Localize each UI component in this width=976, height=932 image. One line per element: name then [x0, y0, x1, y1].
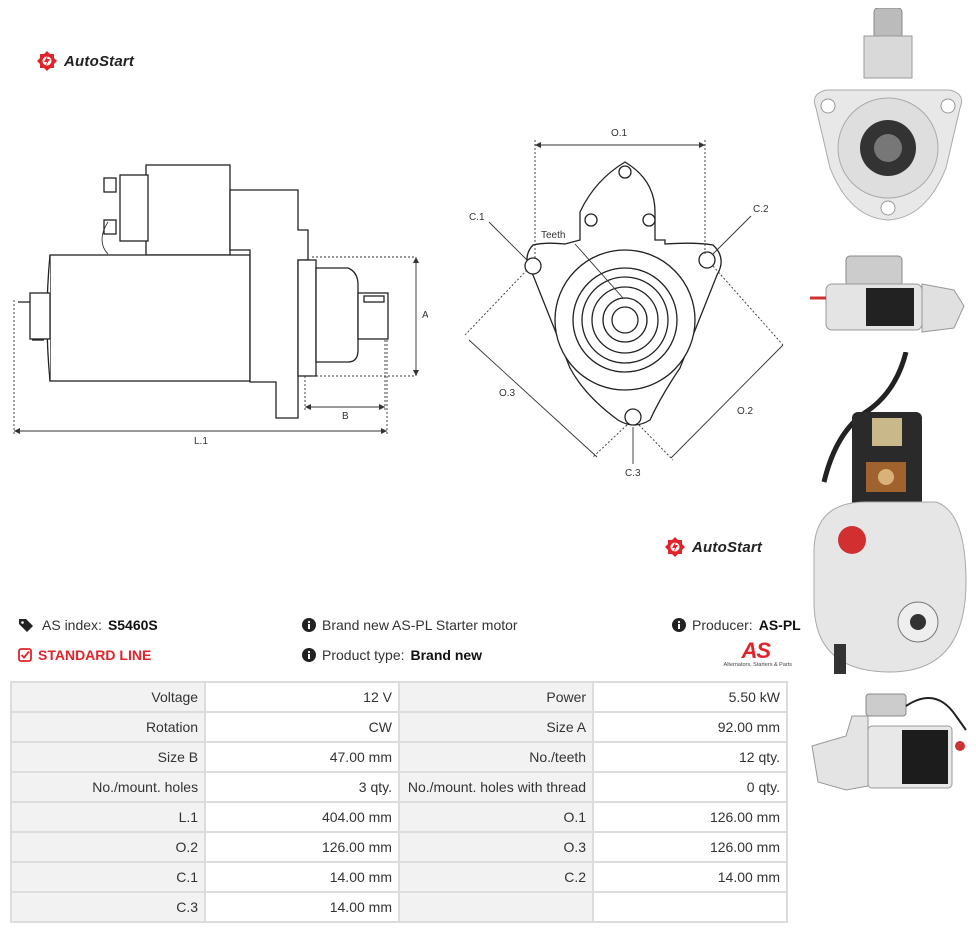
product-photo-rear[interactable] [806, 352, 970, 678]
spec-key: Power [397, 681, 595, 713]
autostart-gear-icon [37, 51, 57, 71]
spec-value: 404.00 mm [204, 801, 400, 833]
product-type-value: Brand new [410, 647, 483, 663]
producer-label: Producer: [692, 617, 753, 633]
logo-text: AutoStart [692, 538, 763, 556]
spec-value [592, 891, 788, 923]
dim-o1-label: O.1 [611, 128, 628, 139]
front-view-drawing: O.1 O.3 O.2 C.1 C.2 C.3 Teeth [464, 128, 784, 479]
autostart-logo: AutoStart [36, 50, 134, 72]
spec-key: O.3 [397, 831, 595, 863]
producer-tagline: Alternators, Starters & Parts [723, 662, 792, 668]
spec-key: O.1 [397, 801, 595, 833]
info-circle-icon [302, 618, 316, 632]
spec-key: No./teeth [397, 741, 595, 773]
producer-logo-mark: AS [741, 638, 771, 663]
spec-key: C.2 [397, 861, 595, 893]
dim-a-label: A [422, 310, 428, 321]
spec-value: 12 qty. [592, 741, 788, 773]
standard-line-text: STANDARD LINE [38, 647, 152, 663]
spec-key: Size A [397, 711, 595, 743]
dim-c2-label: C.2 [753, 204, 769, 215]
dim-o2-label: O.2 [737, 406, 754, 417]
dim-c3-label: C.3 [625, 468, 641, 479]
spec-key: No./mount. holes with thread [397, 771, 595, 803]
dim-l1-label: L.1 [194, 436, 208, 447]
spec-value: 92.00 mm [592, 711, 788, 743]
spec-key: Size B [9, 741, 207, 773]
spec-key: C.1 [9, 861, 207, 893]
product-photo-front[interactable] [806, 8, 970, 228]
side-view-drawing: A B L.1 [13, 164, 428, 447]
logo-text: AutoStart [64, 52, 135, 70]
checkbox-checked-icon [18, 648, 32, 662]
spec-value: 0 qty. [592, 771, 788, 803]
dim-c1-label: C.1 [469, 212, 485, 223]
spec-value: 47.00 mm [204, 741, 400, 773]
tags-icon [19, 619, 33, 632]
spec-value: 126.00 mm [592, 801, 788, 833]
spec-key: L.1 [9, 801, 207, 833]
as-index-label: AS index: [42, 617, 102, 633]
dim-o3-label: O.3 [499, 388, 516, 399]
spec-value: 126.00 mm [204, 831, 400, 863]
spec-value: 12 V [204, 681, 400, 713]
description: Brand new AS-PL Starter motor [302, 617, 518, 633]
info-circle-icon [302, 648, 316, 662]
producer: Producer: AS-PL [672, 617, 801, 633]
info-circle-icon [672, 618, 686, 632]
autostart-gear-icon [665, 537, 685, 557]
spec-value: 14.00 mm [204, 891, 400, 923]
producer-value: AS-PL [758, 617, 801, 633]
as-index: AS index: S5460S [18, 617, 158, 633]
autostart-logo-secondary: AutoStart [664, 536, 762, 558]
dim-b-label: B [342, 411, 349, 422]
spec-key: Voltage [9, 681, 207, 713]
as-index-value: S5460S [107, 617, 158, 633]
spec-value: 14.00 mm [204, 861, 400, 893]
product-type: Product type: Brand new [302, 647, 482, 663]
product-type-label: Product type: [322, 647, 405, 663]
spec-key: Rotation [9, 711, 207, 743]
producer-logo: AS Alternators, Starters & Parts [716, 638, 792, 672]
spec-key: O.2 [9, 831, 207, 863]
spec-value: 5.50 kW [592, 681, 788, 713]
spec-value: 3 qty. [204, 771, 400, 803]
product-photo-top[interactable] [806, 686, 970, 794]
spec-key: No./mount. holes [9, 771, 207, 803]
description-text: Brand new AS-PL Starter motor [322, 617, 518, 633]
spec-value: CW [204, 711, 400, 743]
spec-value: 14.00 mm [592, 861, 788, 893]
spec-value: 126.00 mm [592, 831, 788, 863]
spec-key [397, 891, 595, 923]
standard-line: STANDARD LINE [18, 647, 151, 663]
teeth-label: Teeth [541, 230, 565, 241]
product-photo-side[interactable] [806, 236, 970, 340]
spec-key: C.3 [9, 891, 207, 923]
